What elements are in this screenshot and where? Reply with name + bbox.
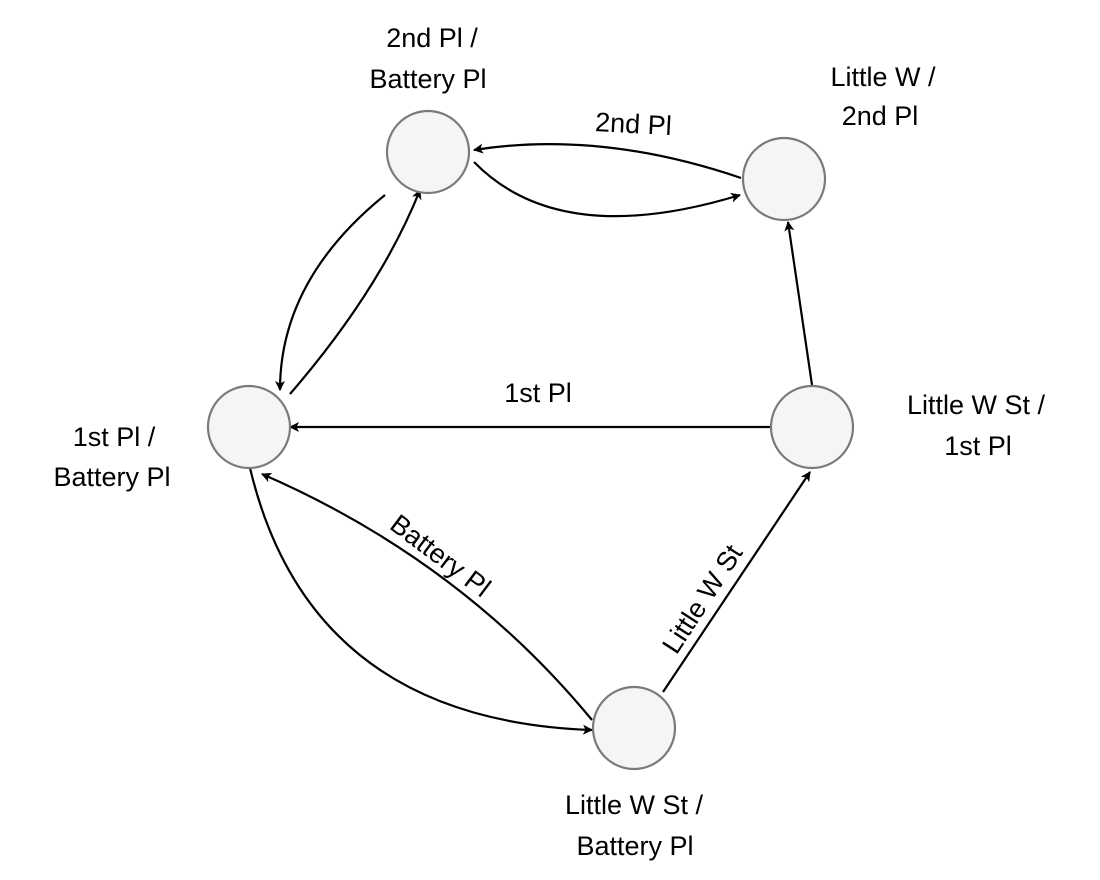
edge-first-battery-to-second-battery xyxy=(289,189,422,395)
edge-label-2nd-pl: 2nd Pl xyxy=(594,107,672,141)
node-label-littlewst-battery-line1: Little W St / xyxy=(565,790,704,820)
edge-littlewst-battery-to-first-battery xyxy=(261,472,593,721)
node-littlewst-battery xyxy=(591,685,677,771)
edge-first-battery-to-littlewst-battery xyxy=(248,467,593,735)
node-second-battery xyxy=(385,109,471,195)
node-label-littlewst-battery-line2: Battery Pl xyxy=(576,831,693,861)
edge-label-1st-pl: 1st Pl xyxy=(504,378,572,408)
node-label-first-battery-line2: Battery Pl xyxy=(53,462,170,492)
edge-littlewst-first-to-littlew-second xyxy=(784,221,814,386)
node-label-littlew-second-line2: 2nd Pl xyxy=(842,101,919,131)
edge-littlew-second-to-second-battery xyxy=(473,143,742,180)
edge-littlewst-battery-to-littlewst-first xyxy=(662,471,811,693)
edge-label-little-w-st: Little W St xyxy=(656,539,748,659)
node-label-littlewst-first-line1: Little W St / xyxy=(907,390,1046,420)
edge-second-battery-to-first-battery xyxy=(275,194,386,391)
node-label-littlewst-first-line2: 1st Pl xyxy=(944,431,1012,461)
node-label-second-battery-line1: 2nd Pl / xyxy=(386,23,478,53)
node-label-second-battery-line2: Battery Pl xyxy=(369,64,486,94)
node-label-first-battery-line1: 1st Pl / xyxy=(73,422,156,452)
node-littlewst-first xyxy=(769,384,855,470)
edge-label-battery-pl: Battery Pl xyxy=(385,509,497,603)
node-littlew-second xyxy=(741,136,827,222)
node-label-littlew-second-line1: Little W / xyxy=(830,62,936,92)
edge-second-battery-to-littlew-second xyxy=(473,161,741,218)
node-first-battery xyxy=(206,384,292,470)
